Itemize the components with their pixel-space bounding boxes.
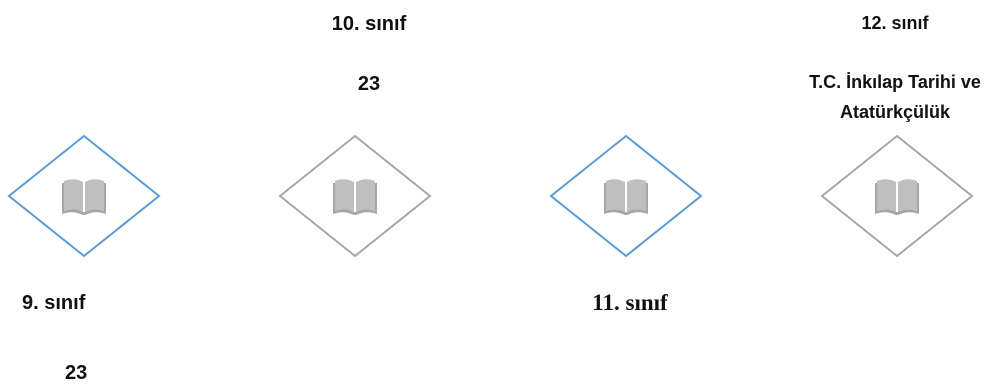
diamond-outline — [820, 134, 974, 258]
diamond-node-grade-9 — [7, 134, 161, 258]
diamond-node-grade-11 — [549, 134, 703, 258]
open-book-icon — [875, 179, 919, 215]
diamond-outline — [278, 134, 432, 258]
diamond-outline — [7, 134, 161, 258]
open-book-icon — [333, 179, 377, 215]
diamond-outline — [549, 134, 703, 258]
diamond-node-grade-12 — [820, 134, 974, 258]
grade-12-detail-line1: T.C. İnkılap Tarihi ve — [809, 72, 981, 92]
grade-9-label: 9. sınıf — [22, 292, 86, 314]
grade-11-label: 11. sınıf — [592, 290, 668, 315]
grade-12-detail-line2: Atatürkçülük — [839, 102, 951, 122]
open-book-icon — [62, 179, 106, 215]
grade-9-detail: 23 — [65, 362, 88, 384]
grade-12-label: 12. sınıf — [861, 13, 929, 33]
diamond-node-grade-10 — [278, 134, 432, 258]
open-book-icon — [604, 179, 648, 215]
grade-10-label: 10. sınıf — [331, 13, 407, 35]
grade-10-detail: 23 — [357, 73, 381, 95]
